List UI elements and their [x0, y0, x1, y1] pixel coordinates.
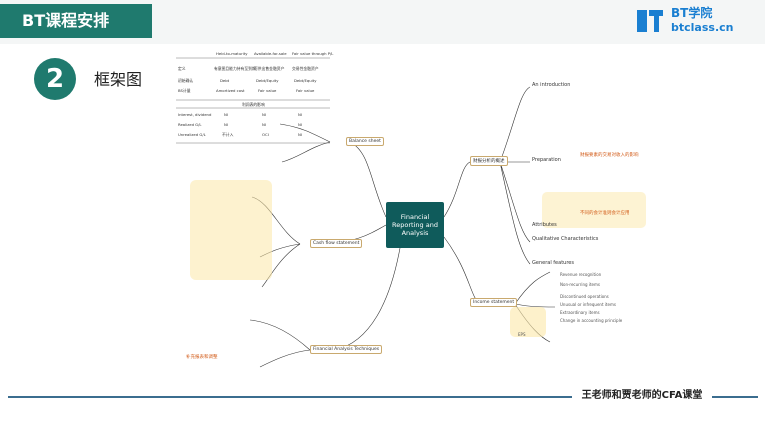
right-top-item: An introduction	[532, 82, 571, 88]
table-cell: BS计量	[178, 88, 191, 93]
highlight-note: 财报要素的交易对收入的影响	[580, 153, 639, 158]
page-title: BT课程安排	[0, 4, 152, 38]
right-top-item: Preparation	[532, 157, 561, 163]
income-item: Unusual or infrequent items	[560, 302, 616, 307]
footer-label: 王老师和贾老师的CFA课堂	[572, 387, 712, 405]
mind-map: Financial Reporting and Analysis Balance…	[170, 32, 760, 392]
logo-name: BT学院	[671, 6, 713, 20]
securities-table: Held-to-maturity Available-for-sale Fair…	[176, 48, 334, 144]
footer-line	[8, 396, 758, 398]
table-cell: 初始确认	[178, 78, 194, 83]
slide-number: 2	[34, 58, 76, 100]
table-cell: 不计入	[222, 132, 234, 137]
branch-cash-flow: Cash flow statement	[310, 239, 363, 248]
table-cell: Debt	[220, 78, 230, 83]
table-cell: NI	[298, 122, 302, 127]
table-cell: Debt/Equity	[256, 78, 279, 83]
table-cell: Fair value	[258, 88, 277, 93]
branch-analysis-techniques: Financial Analysis Techniques	[310, 345, 383, 354]
branch-income-statement: Income statement	[470, 298, 518, 307]
highlight-note: 补充报表和调整	[186, 355, 218, 360]
table-cell: NI	[262, 122, 266, 127]
table-cell: NI	[298, 132, 302, 137]
logo-icon	[637, 10, 663, 32]
slide-subtitle: 框架图	[94, 70, 143, 89]
table-grid	[176, 57, 330, 144]
table-cell: NI	[298, 112, 302, 117]
income-item: Revenue recognition	[560, 272, 602, 277]
brand-logo: BT学院 btclass.cn	[635, 6, 753, 38]
logo-url: btclass.cn	[671, 21, 734, 34]
table-header-htm: Held-to-maturity	[216, 51, 248, 56]
table-subheader: 利润表的影响	[242, 102, 265, 107]
table-header-fvpl: Fair value through P/L	[292, 51, 334, 56]
table-cell: Unrealized G/L	[178, 132, 206, 137]
table-cell: OCI	[262, 132, 269, 137]
branch-balance-sheet: Balance sheet	[346, 137, 384, 146]
right-top-item: Attributes	[532, 222, 557, 228]
table-cell: 有意图且能力持有至到期	[214, 66, 256, 71]
table-cell: Debt/Equity	[294, 78, 317, 83]
income-item: Change in accounting principle	[560, 318, 623, 323]
table-header-afs: Available-for-sale	[254, 51, 287, 56]
table-cell: Realized G/L	[178, 122, 202, 127]
center-node: Financial Reporting and Analysis	[386, 202, 444, 248]
branch-fs-overview: 财报分析的概述	[470, 156, 508, 166]
highlight-note: 不同的会计准则会计应用	[580, 211, 630, 216]
right-top-item: General features	[532, 260, 574, 266]
table-cell: NI	[262, 112, 266, 117]
table-cell: Amortized cost	[216, 88, 245, 93]
income-item: Extraordinary items	[560, 310, 600, 315]
table-cell: 定义	[178, 66, 186, 71]
table-cell: 可供出售金融资产	[254, 66, 285, 71]
table-cell: 交易性金融资产	[292, 66, 319, 71]
table-cell: Fair value	[296, 88, 315, 93]
income-item: Non-recurring items	[560, 282, 600, 287]
income-item-eps: EPS	[518, 332, 526, 337]
right-top-item: Qualitative Characteristics	[532, 236, 599, 242]
mind-map-connectors	[190, 86, 646, 368]
table-cell: NI	[224, 122, 228, 127]
table-cell: NI	[224, 112, 228, 117]
table-cell: Interest, dividend	[178, 112, 212, 117]
income-item: Discontinued operations	[560, 294, 609, 299]
